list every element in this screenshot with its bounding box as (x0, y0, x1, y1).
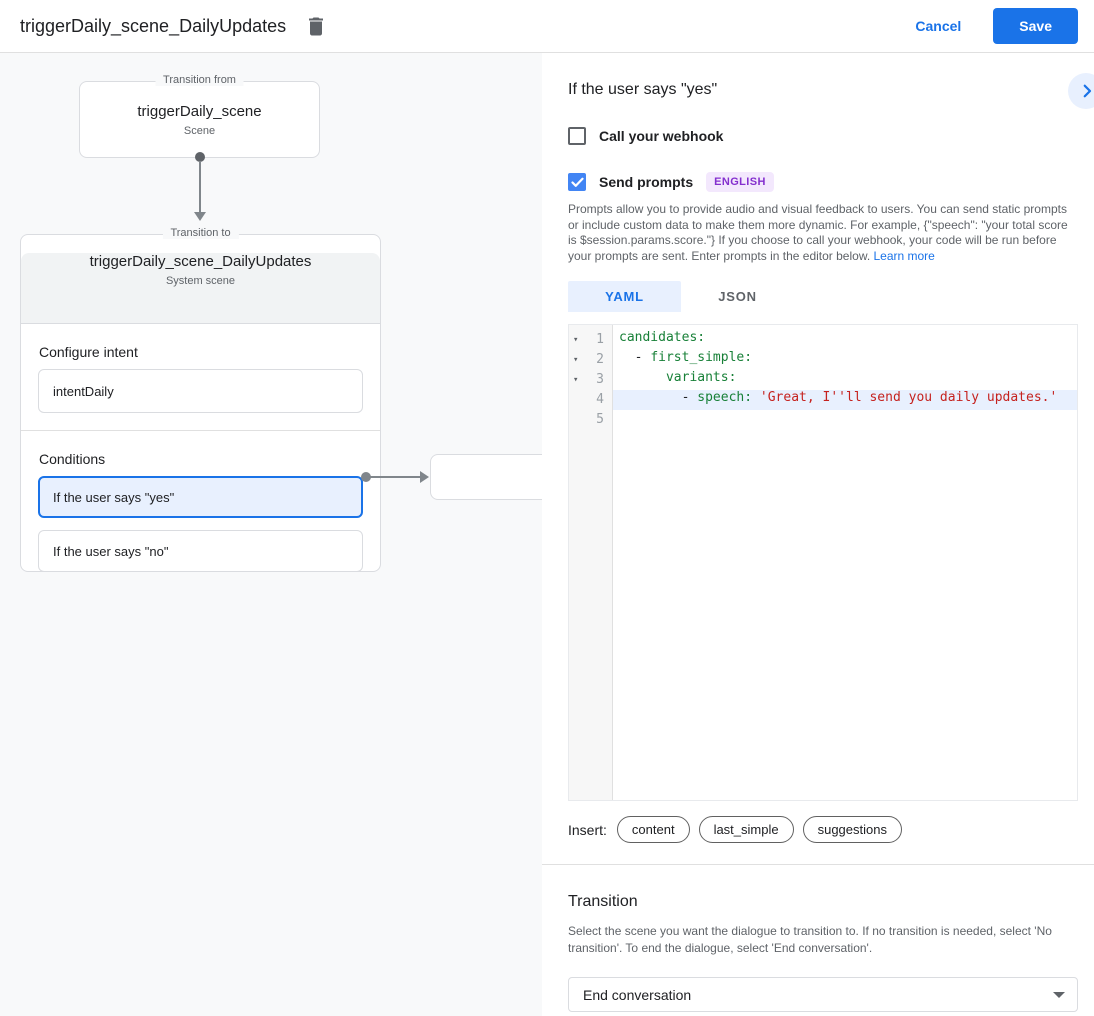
panel-title: If the user says "yes" (568, 81, 718, 98)
transition-description: Select the scene you want the dialogue t… (568, 924, 1052, 955)
check-icon (570, 177, 584, 188)
code-line-5 (613, 410, 1077, 430)
transition-to-label: Transition to (162, 227, 239, 239)
condition-item-no[interactable]: If the user says "no" (38, 530, 363, 572)
top-bar: triggerDaily_scene_DailyUpdates Cancel S… (0, 0, 1094, 53)
line-number: 4 (596, 392, 604, 407)
condition-item-yes[interactable]: If the user says "yes" (38, 476, 363, 518)
transition-heading: Transition (568, 893, 638, 910)
configure-intent-heading: Configure intent (39, 344, 138, 360)
gutter-row: ▾3 (569, 370, 612, 390)
send-prompts-label: Send prompts (599, 174, 694, 190)
collapse-panel-button[interactable] (1068, 73, 1094, 109)
transition-from-label: Transition from (155, 74, 244, 86)
dropdown-caret-icon (1053, 991, 1065, 998)
gutter-row: ▾2 (569, 350, 612, 370)
transition-select-value: End conversation (583, 986, 692, 1003)
intent-name: intentDaily (53, 383, 114, 399)
editor-gutter: ▾1 ▾2 ▾3 4 5 (569, 325, 613, 800)
connector-dot (194, 152, 205, 162)
code-line-3: variants: (665, 370, 737, 385)
editor-format-tabs: YAML JSON (568, 281, 1078, 312)
fold-arrow-icon[interactable]: ▾ (573, 375, 579, 385)
line-number: 5 (596, 412, 604, 427)
page-title: triggerDaily_scene_DailyUpdates (20, 15, 287, 36)
learn-more-link[interactable]: Learn more (873, 248, 935, 263)
prompt-code-editor[interactable]: ▾1 ▾2 ▾3 4 5 candidates: - first_simple:… (568, 324, 1078, 801)
from-scene-type: Scene (183, 125, 216, 137)
transition-from-node[interactable]: Transition from triggerDaily_scene Scene (79, 74, 320, 162)
transition-to-node[interactable]: Transition to triggerDaily_scene_DailyUp… (20, 227, 381, 572)
trash-icon (307, 16, 325, 36)
call-webhook-checkbox[interactable] (568, 127, 586, 145)
condition-connector-dot (361, 472, 371, 482)
condition-editor-panel: If the user says "yes" Call your webhook… (542, 53, 1094, 1016)
transition-arrow-head (194, 212, 206, 221)
send-prompts-checkbox[interactable] (568, 173, 586, 191)
code-line-4-active: - speech: 'Great, I''ll send you daily u… (613, 390, 1077, 410)
gutter-row: 5 (569, 410, 612, 430)
webhook-row: Call your webhook (568, 127, 1078, 145)
send-prompts-row: Send prompts ENGLISH (568, 172, 1078, 192)
call-webhook-label: Call your webhook (599, 128, 724, 144)
code-area[interactable]: candidates: - first_simple: variants: - … (613, 325, 1077, 800)
from-scene-name: triggerDaily_scene (137, 103, 262, 120)
gutter-row: 4 (569, 390, 612, 410)
line-number: 2 (596, 352, 604, 367)
cancel-button[interactable]: Cancel (915, 18, 962, 34)
line-number: 1 (596, 332, 604, 347)
insert-chip-suggestions[interactable]: suggestions (802, 816, 902, 843)
fold-arrow-icon[interactable]: ▾ (573, 355, 579, 365)
panel-divider (542, 864, 1094, 865)
insert-chip-content[interactable]: content (616, 816, 690, 843)
conditions-heading: Conditions (39, 451, 106, 467)
tab-json[interactable]: JSON (718, 289, 757, 304)
prompts-description: Prompts allow you to provide audio and v… (568, 202, 1068, 263)
insert-chip-last-simple[interactable]: last_simple (698, 816, 794, 843)
transition-select[interactable]: End conversation (568, 977, 1078, 1012)
scene-node-header: triggerDaily_scene_DailyUpdates System s… (21, 253, 380, 324)
condition-arrow-head (420, 471, 429, 483)
condition-label: If the user says "yes" (53, 489, 175, 505)
chevron-right-icon (1078, 82, 1094, 100)
intent-item[interactable]: intentDaily (38, 369, 363, 413)
code-line-1: candidates: (619, 330, 706, 345)
fold-arrow-icon[interactable]: ▾ (573, 335, 579, 345)
line-number: 3 (596, 372, 604, 387)
insert-label: Insert: (568, 821, 607, 838)
condition-target-node[interactable] (430, 454, 542, 500)
transition-arrow-line (199, 161, 201, 213)
scene-flow-canvas: Transition from triggerDaily_scene Scene… (0, 53, 542, 1016)
to-scene-type: System scene (165, 275, 236, 287)
condition-label: If the user says "no" (53, 543, 169, 559)
code-line-2: - first_simple: (619, 350, 753, 365)
language-badge: ENGLISH (706, 172, 774, 192)
insert-row: Insert: content last_simple suggestions (568, 816, 1078, 843)
gutter-row: ▾1 (569, 330, 612, 350)
condition-arrow-line (369, 476, 421, 478)
delete-scene-button[interactable] (304, 14, 328, 38)
tab-yaml[interactable]: YAML (568, 281, 681, 312)
save-button[interactable]: Save (993, 8, 1078, 44)
node-section-divider (21, 430, 380, 431)
to-scene-name: triggerDaily_scene_DailyUpdates (89, 253, 312, 270)
